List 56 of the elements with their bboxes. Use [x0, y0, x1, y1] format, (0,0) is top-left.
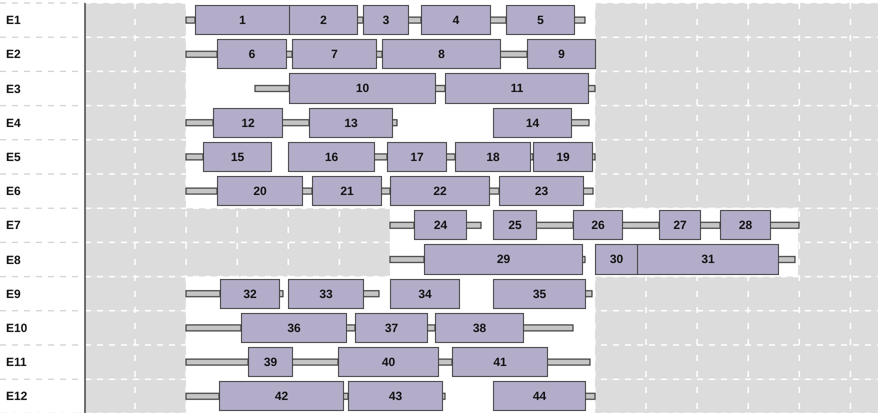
- task-bar: 28: [720, 210, 771, 240]
- task-bar: 35: [493, 278, 586, 309]
- task-bar: 17: [387, 142, 447, 172]
- task-bar: 39: [248, 347, 293, 378]
- task-bar: 23: [499, 176, 584, 206]
- row-label: E4: [6, 116, 21, 130]
- task-bar: 22: [390, 176, 490, 206]
- task-bar: 41: [452, 347, 548, 378]
- row-label: E9: [6, 286, 21, 301]
- task-bar: 3: [363, 5, 409, 36]
- task-bar: 29: [424, 244, 583, 275]
- task-bar: 30: [595, 244, 638, 275]
- task-bar: 2: [289, 5, 358, 36]
- row-label: E10: [6, 320, 28, 335]
- row-label: E11: [6, 355, 27, 370]
- task-bar: 12: [213, 108, 283, 138]
- task-bar: 11: [445, 73, 589, 104]
- row-label: E12: [6, 389, 28, 404]
- task-bar: 43: [348, 381, 443, 412]
- task-bar: 38: [435, 312, 524, 343]
- task-bar: 20: [217, 176, 303, 206]
- row-label: E2: [6, 47, 21, 62]
- task-bar: 6: [217, 39, 287, 70]
- task-bar: 36: [241, 312, 347, 343]
- task-bar: 33: [288, 278, 364, 309]
- task-bar: 5: [506, 5, 575, 36]
- task-bar: 10: [289, 73, 436, 104]
- task-bar: 15: [203, 142, 272, 172]
- task-bar: 18: [455, 142, 531, 172]
- task-bar: 37: [355, 312, 428, 343]
- task-bar: 24: [414, 210, 467, 240]
- row-label: E6: [6, 184, 21, 198]
- task-bar: 27: [659, 210, 701, 240]
- task-bar: 40: [338, 347, 439, 378]
- task-bar: 9: [527, 39, 596, 70]
- row-label: E3: [6, 82, 21, 96]
- task-bar: 8: [382, 39, 501, 70]
- task-bar: 44: [493, 381, 586, 412]
- task-bar: 4: [421, 5, 491, 36]
- task-bar: 13: [309, 108, 393, 138]
- task-bar: 25: [493, 210, 537, 240]
- task-bar: 16: [288, 142, 375, 172]
- row-label: E5: [6, 150, 21, 164]
- task-bar: 19: [533, 142, 593, 172]
- task-bar: 7: [292, 39, 377, 70]
- task-bar: 21: [312, 176, 382, 206]
- task-bar: 14: [493, 108, 572, 138]
- row-label: E1: [6, 13, 21, 28]
- task-bar: 32: [220, 278, 280, 309]
- task-bar: 34: [390, 278, 460, 309]
- task-bar: 26: [573, 210, 623, 240]
- task-bar: 1: [195, 5, 290, 36]
- row-label: E8: [6, 252, 21, 266]
- row-label: E7: [6, 218, 21, 232]
- task-bar: 31: [637, 244, 779, 275]
- task-bar: 42: [219, 381, 344, 412]
